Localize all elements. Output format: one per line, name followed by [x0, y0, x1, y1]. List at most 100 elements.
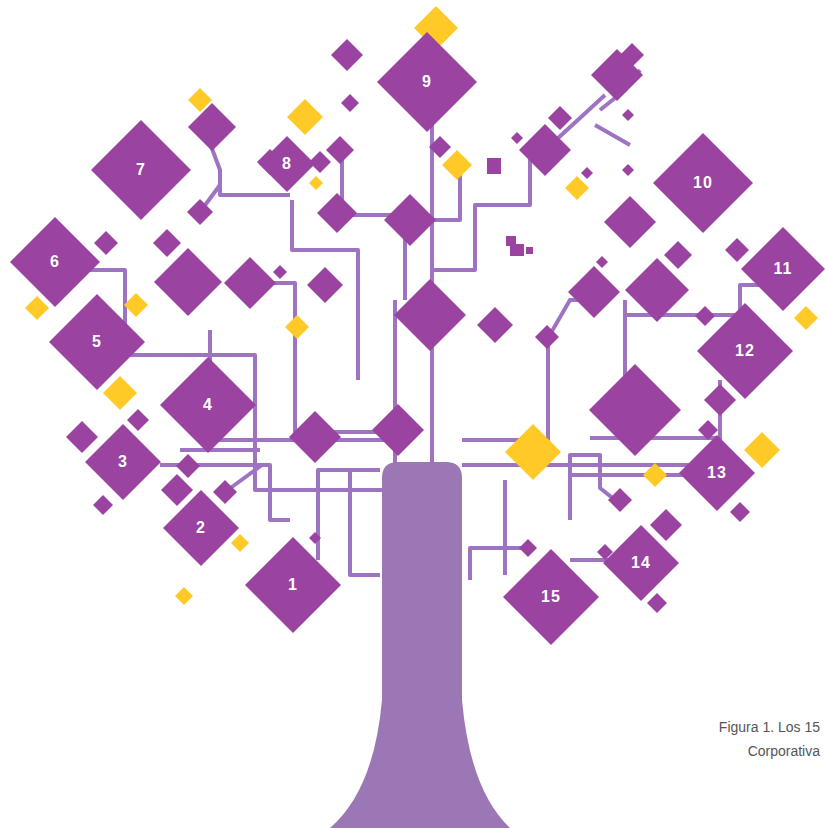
callout-number: 2 — [196, 519, 206, 537]
diamond — [127, 409, 149, 431]
diamond — [66, 421, 98, 453]
diamond — [307, 267, 343, 303]
diamond — [154, 248, 222, 316]
numbered-diamond: 3 — [85, 424, 161, 500]
branch — [350, 470, 380, 575]
diamond — [103, 376, 137, 410]
diamond-outline — [163, 490, 239, 566]
diamond — [331, 39, 363, 71]
callout-number: 6 — [50, 253, 60, 271]
numbered-diamond: 11 — [741, 227, 825, 311]
branch — [318, 470, 380, 560]
diamond — [650, 509, 682, 541]
diamond-outline — [653, 133, 753, 233]
diamond-outline — [679, 435, 755, 511]
callout-number: 14 — [631, 554, 651, 572]
diamond — [730, 502, 750, 522]
diamond — [704, 384, 736, 416]
callout-number: 4 — [203, 396, 213, 414]
numbered-diamond: 10 — [653, 133, 753, 233]
diamond — [93, 495, 113, 515]
diamond — [725, 238, 749, 262]
tree-trunk — [330, 462, 510, 828]
diamond-outline — [91, 120, 191, 220]
small-purple-diamonds — [66, 39, 750, 613]
diamond — [505, 424, 561, 480]
diamond — [384, 194, 436, 246]
diamond — [596, 256, 608, 268]
numbered-diamond: 12 — [697, 303, 793, 399]
branch — [250, 283, 395, 432]
diamond — [568, 266, 620, 318]
numbered-diamond: 9 — [377, 32, 477, 132]
diamond — [511, 132, 523, 144]
branch — [570, 455, 615, 520]
diamond-outline — [603, 525, 679, 601]
diamond — [622, 109, 634, 121]
diamond — [153, 229, 181, 257]
diamond-outline — [697, 303, 793, 399]
diamond — [285, 315, 309, 339]
branch — [462, 300, 592, 440]
square — [526, 247, 533, 254]
numbered-diamond: 5 — [49, 294, 145, 390]
callout-number: 5 — [92, 333, 102, 351]
numbered-diamond: 15 — [503, 549, 599, 645]
numbered-diamond: 8 — [259, 136, 315, 192]
diamond — [604, 196, 656, 248]
callout-number: 13 — [707, 464, 727, 482]
diamond — [94, 231, 118, 255]
diamond — [188, 88, 212, 112]
square — [510, 244, 524, 256]
diamond-outline — [741, 227, 825, 311]
diamond — [309, 176, 323, 190]
diamond — [213, 480, 237, 504]
branch — [500, 95, 605, 205]
diamond — [176, 454, 200, 478]
diamond — [175, 587, 193, 605]
diamond — [794, 306, 818, 330]
diamond — [372, 404, 424, 456]
diamond — [647, 593, 667, 613]
numbered-diamond: 7 — [91, 120, 191, 220]
branch — [292, 200, 358, 380]
diamond — [608, 488, 632, 512]
diamond — [394, 279, 466, 351]
callout-number: 1 — [288, 576, 298, 594]
branch — [180, 448, 260, 452]
diamond — [744, 432, 780, 468]
diamond-outline — [85, 424, 161, 500]
diamond — [309, 532, 321, 544]
numbered-diamond: 14 — [603, 525, 679, 601]
branch — [430, 205, 500, 270]
diamond — [224, 257, 276, 309]
figure-caption: Figura 1. Los 15 Corporativa — [698, 715, 820, 763]
diamond — [535, 325, 559, 349]
diamond-outline — [160, 357, 256, 453]
callout-number: 9 — [422, 73, 432, 91]
square — [487, 158, 501, 174]
diamond — [187, 199, 213, 225]
callout-number: 15 — [541, 588, 561, 606]
diamond — [589, 364, 681, 456]
diamond-outline — [10, 217, 100, 307]
numbered-diamond: 1 — [245, 537, 341, 633]
diamond — [477, 307, 513, 343]
diamond — [124, 293, 148, 317]
diamond — [519, 539, 537, 557]
branch — [470, 548, 522, 580]
numbered-diamond: 6 — [10, 217, 100, 307]
callout-number: 10 — [693, 174, 713, 192]
diamond — [595, 70, 607, 82]
diamond — [326, 136, 354, 164]
numbered-diamond: 13 — [679, 435, 755, 511]
diamond — [625, 258, 689, 322]
callout-number: 3 — [118, 453, 128, 471]
diamond — [622, 164, 634, 176]
diamond — [695, 306, 715, 326]
diamond — [620, 43, 644, 67]
diamond — [188, 103, 236, 151]
diamond — [273, 265, 287, 279]
diamond — [442, 150, 472, 180]
